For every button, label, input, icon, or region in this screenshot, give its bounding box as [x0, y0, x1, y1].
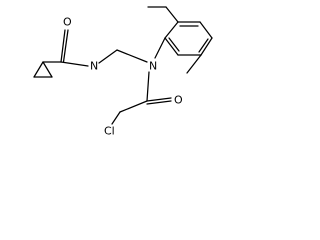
- bond: [98, 49, 118, 64]
- ethyl-group: [147, 6, 179, 23]
- bond: [62, 29, 69, 63]
- bond: [111, 111, 121, 125]
- bond: [199, 21, 213, 39]
- chemical-structure-diagram: O N N O Cl: [33, 6, 213, 138]
- methyl-group: [186, 54, 202, 74]
- bond: [164, 21, 179, 39]
- bond: [164, 37, 179, 56]
- amide-carbonyl-double-bond: [60, 29, 69, 63]
- bond: [116, 49, 148, 63]
- bond: [42, 61, 53, 78]
- amide-oxygen-label: O: [63, 16, 72, 29]
- aromatic-ring: [164, 21, 213, 56]
- bond: [60, 29, 66, 63]
- bond: [60, 61, 89, 67]
- acyl-carbonyl-double-bond: [146, 97, 172, 105]
- chlorine-label: Cl: [104, 125, 115, 138]
- bond: [200, 37, 213, 56]
- bond: [146, 97, 172, 102]
- bond: [165, 6, 179, 23]
- bond: [33, 61, 44, 78]
- bond: [146, 71, 150, 102]
- bond: [168, 37, 180, 52]
- bond: [119, 100, 148, 113]
- bond: [154, 37, 166, 59]
- bond: [146, 100, 172, 105]
- amide-nitrogen-label: N: [90, 60, 98, 73]
- amine-nitrogen-label: N: [149, 60, 157, 73]
- bond: [198, 38, 209, 53]
- cyclopropyl-ring: [33, 61, 53, 78]
- acyl-oxygen-label: O: [174, 94, 183, 107]
